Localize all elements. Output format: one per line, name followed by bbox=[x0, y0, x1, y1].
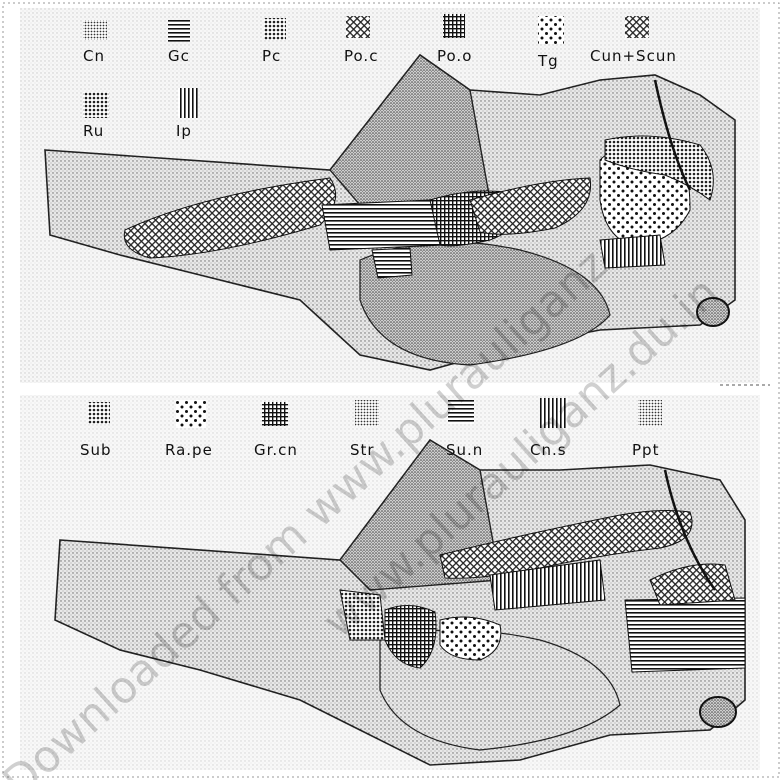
legend-label-ru: Ru bbox=[83, 122, 104, 140]
top-area-hlines bbox=[322, 200, 445, 250]
legend-label-ip: Ip bbox=[176, 122, 192, 140]
legend-swatch-cn bbox=[83, 20, 107, 40]
legend-swatch-sub bbox=[88, 402, 110, 424]
bottom-area-hlines bbox=[625, 598, 745, 672]
top-area-vlines bbox=[600, 235, 665, 268]
legend-label-cun-scun: Cun+Scun bbox=[590, 47, 677, 65]
legend-label-gr-cn: Gr.cn bbox=[254, 441, 298, 459]
legend-label-sub: Sub bbox=[80, 441, 112, 459]
legend-swatch-str bbox=[355, 400, 379, 426]
legend-swatch-ru bbox=[83, 92, 109, 118]
legend-label-tg: Tg bbox=[537, 52, 559, 70]
bottom-area-coarse bbox=[440, 617, 501, 660]
legend-label-pc: Pc bbox=[262, 47, 281, 65]
legend-swatch-po-o bbox=[443, 14, 465, 38]
legend-swatch-ip bbox=[178, 88, 198, 118]
legend-label-po-o: Po.o bbox=[437, 47, 472, 65]
legend-label-ppt: Ppt bbox=[632, 441, 659, 459]
legend-swatch-ra-pe bbox=[176, 400, 206, 428]
legend-swatch-pc bbox=[264, 18, 286, 40]
legend-label-gc: Gc bbox=[168, 47, 190, 65]
legend-swatch-gc bbox=[168, 20, 190, 42]
legend-label-cn: Cn bbox=[83, 47, 105, 65]
top-area-lower-hlines bbox=[372, 248, 412, 278]
legend-swatch-po-c bbox=[346, 16, 370, 38]
legend-swatch-cun-scun bbox=[625, 16, 649, 38]
legend-label-su-n: Su.n bbox=[446, 441, 483, 459]
bottom-bone-knob bbox=[700, 697, 736, 727]
legend-label-po-c: Po.c bbox=[344, 47, 378, 65]
legend-swatch-tg bbox=[538, 16, 564, 44]
legend-label-ra-pe: Ra.pe bbox=[165, 441, 213, 459]
legend-swatch-gr-cn bbox=[262, 402, 288, 426]
legend-swatch-ppt bbox=[638, 400, 662, 426]
